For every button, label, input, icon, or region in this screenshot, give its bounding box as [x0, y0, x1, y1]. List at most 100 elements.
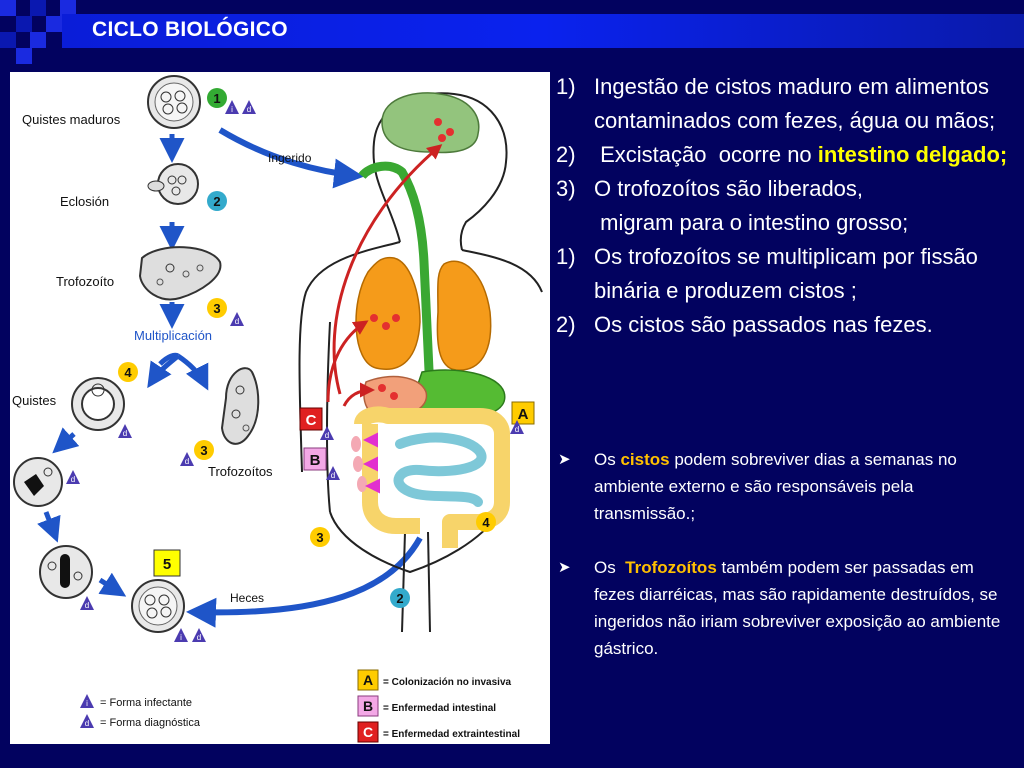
decorative-block — [0, 0, 16, 16]
diagnostic-form-icon-label: d — [71, 475, 75, 484]
legend-box-a — [357, 669, 379, 691]
decorative-block — [30, 32, 46, 48]
excystation-illustration — [147, 163, 199, 205]
ulcer-illustration — [351, 436, 361, 452]
arrow-diagonal — [98, 572, 127, 597]
diagnostic-form-icon-label: d — [197, 633, 201, 642]
diagnostic-form-icon — [66, 470, 80, 484]
step-badge-3 — [207, 298, 227, 318]
legend-diagnostic: = Forma diagnóstica — [100, 717, 201, 729]
lesion-dot — [382, 322, 390, 330]
page-title: CICLO BIOLÓGICO — [92, 18, 288, 41]
esophagus-illustration — [358, 161, 435, 393]
label-quistes: Quistes — [12, 393, 57, 408]
decorative-block — [30, 0, 46, 16]
legend-a-text: = Colonización no invasiva — [383, 677, 512, 688]
small-intestine-illustration — [393, 432, 487, 507]
arrow-diagonal — [37, 511, 61, 543]
diagram-svg: Quistes maduros 1 i d Eclosión 2 — [12, 75, 543, 743]
diagnostic-form-icon — [80, 714, 94, 728]
trophozoite-illustration — [138, 246, 222, 301]
note-text: Os — [594, 450, 621, 469]
diagnostic-form-icon — [320, 426, 334, 440]
brain-illustration — [381, 92, 480, 154]
note-item: ➤ Os cistos podem sobreviver dias a sema… — [556, 446, 1016, 527]
box-b-label: B — [310, 452, 321, 469]
diagnostic-form-icon — [230, 312, 244, 326]
note-highlight: Trofozoítos — [625, 558, 717, 577]
diagnostic-form-icon — [180, 452, 194, 466]
step-text: Os cistos são passados nas fezes. — [594, 312, 933, 337]
step-badge-4-label: 4 — [482, 515, 490, 530]
step-text: Excistação ocorre no — [594, 142, 818, 167]
diagnostic-form-icon — [510, 420, 524, 434]
diagnostic-form-icon-label: d — [331, 471, 335, 480]
step-item: 2) Os cistos são passados nas fezes. — [556, 308, 1018, 342]
note-text: podem sobreviver dias a semanas no ambie… — [594, 450, 957, 523]
title-bar — [62, 14, 1024, 48]
step-number: 1) — [556, 74, 576, 99]
diagnostic-form-icon-label: d — [325, 431, 329, 440]
life-cycle-diagram: Quistes maduros 1 i d Eclosión 2 — [10, 72, 550, 744]
step-badge-1-label: 1 — [213, 91, 220, 106]
step-number: 3) — [556, 176, 576, 201]
ulcer-illustration — [353, 456, 363, 472]
step-text: O trofozoítos são liberados, — [594, 176, 864, 201]
infective-form-icon — [225, 100, 239, 114]
diagnostic-form-icon — [118, 424, 132, 438]
diagnostic-form-icon — [326, 466, 340, 480]
step-text: migram para o intestino grosso; — [594, 210, 909, 235]
step-badge-2 — [390, 588, 410, 608]
diagnostic-form-icon-label: d — [85, 601, 89, 610]
step-badge-3-label: 3 — [200, 443, 207, 458]
arrow-ingested — [218, 127, 364, 189]
ulcer-illustration — [357, 476, 367, 492]
step-text: Os trofozoítos se multiplicam por fissão… — [594, 244, 978, 303]
note-text: Os — [594, 558, 626, 577]
arrow-feces — [186, 536, 423, 628]
mature-cyst-illustration — [131, 579, 185, 633]
infective-form-icon-label: i — [231, 105, 233, 114]
diagnostic-form-icon-label: d — [247, 105, 251, 114]
step-badge-1 — [207, 88, 227, 108]
step-badge-2-label: 2 — [396, 591, 403, 606]
label-eclosion: Eclosión — [60, 194, 109, 209]
arrow-diagonal — [52, 427, 80, 454]
bullet-arrow-icon: ➤ — [558, 451, 571, 468]
step-item: 1) Ingestão de cistos maduro em alimento… — [556, 70, 1018, 138]
lesion-dot — [446, 128, 454, 136]
arrow-split-right — [176, 353, 209, 391]
legend-box-b — [357, 695, 379, 717]
cyst-illustration — [71, 377, 125, 431]
decorative-block — [60, 0, 76, 16]
step-item: 1) Os trofozoítos se multiplicam por fis… — [556, 240, 1018, 308]
label-multiplicacion: Multiplicación — [134, 328, 212, 343]
note-text: também podem ser passadas em fezes diarr… — [594, 558, 1001, 658]
step-badge-2-label: 2 — [213, 194, 220, 209]
box-c — [299, 407, 323, 431]
step-badge-4-label: 4 — [124, 365, 132, 380]
legend-c-text: = Enfermedad extraintestinal — [383, 729, 520, 740]
infective-form-icon — [174, 628, 188, 642]
large-intestine-illustration — [362, 424, 420, 534]
box-a-label: A — [518, 406, 529, 423]
diagnostic-form-icon-label: d — [515, 425, 519, 434]
step-badge-3 — [310, 527, 330, 547]
step-item: 3) O trofozoítos são liberados, migram p… — [556, 172, 1018, 240]
label-heces: Heces — [230, 591, 264, 605]
infective-form-icon-label: i — [180, 633, 182, 642]
step-number: 2) — [556, 312, 576, 337]
arrow-to-liver — [342, 382, 375, 407]
note-item: ➤ Os Trofozoítos também podem ser passad… — [556, 554, 1016, 662]
cyst-chromatoid-bars-illustration — [39, 545, 93, 599]
step-badge-3-label: 3 — [213, 301, 220, 316]
right-lung-illustration — [436, 260, 492, 371]
box-b — [303, 447, 327, 471]
step-badge-3 — [194, 440, 214, 460]
box-a — [511, 401, 535, 425]
diagnostic-form-icon-label: d — [123, 429, 127, 438]
step-number: 2) — [556, 142, 576, 167]
step-text: Ingestão de cistos maduro em alimentos c… — [594, 74, 996, 133]
left-lung-illustration — [355, 256, 421, 370]
legend-b-text: = Enfermedad intestinal — [383, 703, 496, 714]
